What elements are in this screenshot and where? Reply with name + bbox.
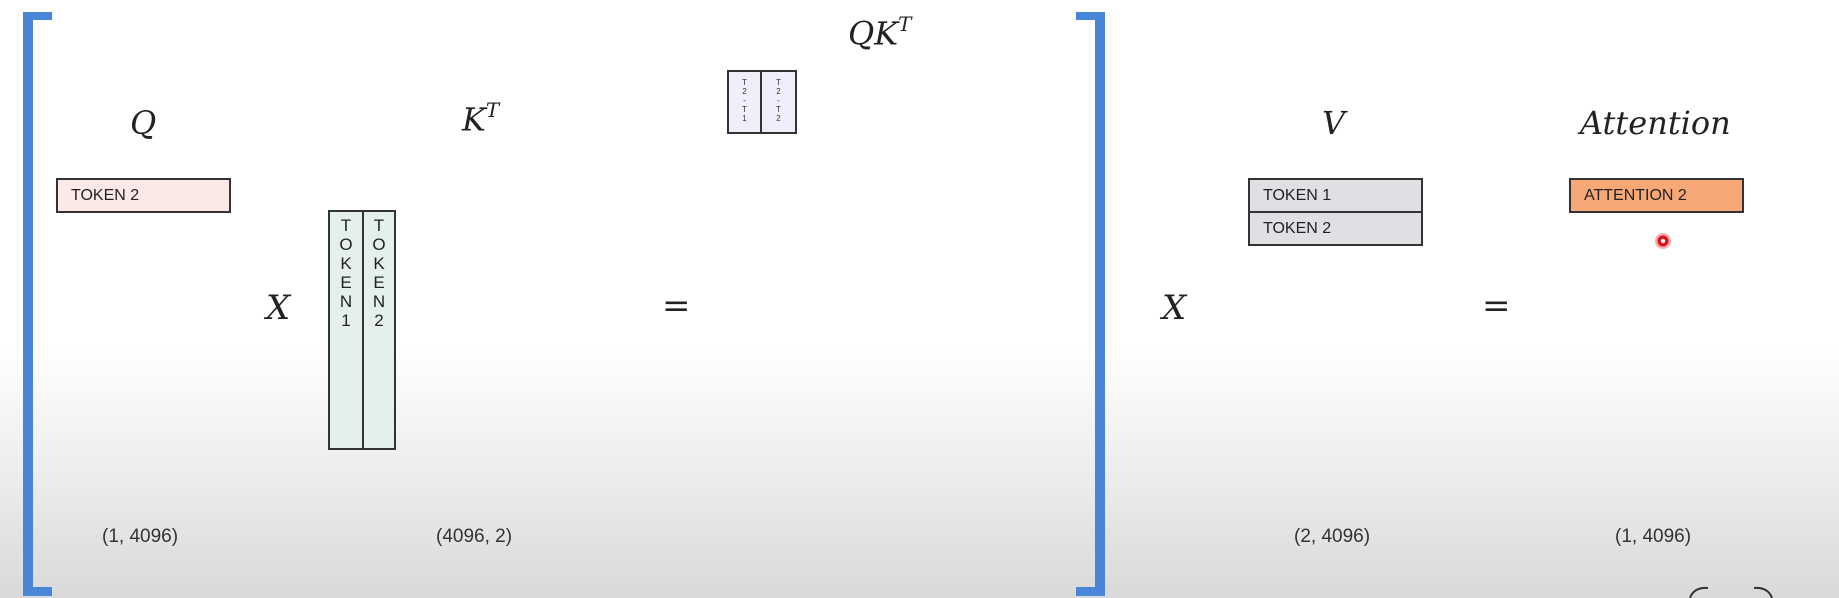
qkt-cell2-char: T bbox=[776, 78, 781, 87]
qkt-cell-t2-t1: T 2 - T 1 bbox=[727, 70, 762, 134]
right-bracket bbox=[1076, 12, 1105, 596]
v-label: V bbox=[1322, 104, 1346, 142]
attention-shape: (1, 4096) bbox=[1615, 526, 1692, 547]
v-row-token-1: TOKEN 1 bbox=[1248, 178, 1423, 213]
q-label: Q bbox=[130, 104, 157, 142]
qkt-cell1-char: T bbox=[742, 105, 747, 114]
kt-col1-char: 1 bbox=[341, 311, 351, 330]
qkt-cell1-char: - bbox=[743, 96, 746, 105]
kt-col1-char: E bbox=[340, 273, 352, 292]
kt-column-token-2: T O K E N 2 bbox=[362, 210, 396, 450]
pointer-cursor-icon bbox=[1655, 233, 1671, 249]
kt-column-token-1: T O K E N 1 bbox=[328, 210, 364, 450]
qkt-cell2-char: T bbox=[776, 105, 781, 114]
qkt-cell1-char: 1 bbox=[742, 114, 747, 123]
kt-shape: (4096, 2) bbox=[436, 526, 513, 547]
partial-arc-decoration bbox=[1689, 586, 1773, 598]
qkt-cell-t2-t2: T 2 - T 2 bbox=[760, 70, 797, 134]
kt-col2-char: E bbox=[373, 273, 385, 292]
v-shape: (2, 4096) bbox=[1294, 526, 1371, 547]
kt-label: KT bbox=[462, 98, 500, 139]
equals-operator-2: = bbox=[1482, 286, 1511, 326]
v-row-token-2: TOKEN 2 bbox=[1248, 211, 1423, 246]
q-row-token-2: TOKEN 2 bbox=[56, 178, 231, 213]
left-bracket bbox=[23, 12, 52, 596]
multiply-operator-1: X bbox=[266, 288, 291, 328]
qkt-cell1-char: 2 bbox=[742, 87, 747, 96]
attention-row-2: ATTENTION 2 bbox=[1569, 178, 1744, 213]
kt-col2-char: 2 bbox=[374, 311, 384, 330]
qkt-cell2-char: 2 bbox=[776, 87, 781, 96]
equals-operator-1: = bbox=[662, 286, 691, 326]
kt-col2-char: N bbox=[372, 292, 386, 311]
kt-col1-char: T bbox=[340, 216, 352, 235]
qkt-cell2-char: 2 bbox=[776, 114, 781, 123]
qkt-cell1-char: T bbox=[742, 78, 747, 87]
attention-label: Attention bbox=[1580, 104, 1731, 142]
kt-col2-char: O bbox=[372, 235, 386, 254]
kt-col1-char: K bbox=[340, 254, 352, 273]
kt-col1-char: N bbox=[339, 292, 353, 311]
qkt-cell2-char: - bbox=[777, 96, 780, 105]
kt-col2-char: T bbox=[373, 216, 385, 235]
kt-col2-char: K bbox=[373, 254, 385, 273]
qkt-label: QKT bbox=[848, 12, 912, 53]
q-shape: (1, 4096) bbox=[102, 526, 179, 547]
kt-col1-char: O bbox=[339, 235, 353, 254]
multiply-operator-2: X bbox=[1162, 288, 1187, 328]
